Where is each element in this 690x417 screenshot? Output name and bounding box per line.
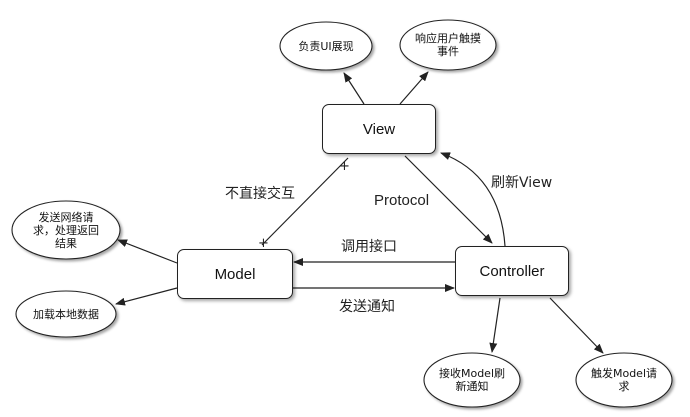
cloud-model-request-text: 发送网络请 求，处理返回 结果 xyxy=(33,210,99,250)
cloud-controller-receive-text: 接收Model刷 新通知 xyxy=(438,367,506,393)
edge-model-to-request xyxy=(117,239,178,264)
svg-text:+: + xyxy=(258,236,269,251)
cloud-model-load-text: 加载本地数据 xyxy=(33,307,99,321)
edge-controller-to-trigger xyxy=(549,297,604,354)
edge-controller-to-receive xyxy=(489,297,501,353)
edge-view-to-controller xyxy=(404,155,493,244)
controller-node-label: Controller xyxy=(479,262,545,280)
cloud-view-ui-text: 负责UI展现 xyxy=(298,39,354,53)
edge-view-to-touch xyxy=(399,71,429,105)
cloud-view-ui xyxy=(279,21,373,71)
edge-controller-to-view xyxy=(440,152,506,247)
svg-text:+: + xyxy=(339,159,350,174)
label-no-direct: 不直接交互 xyxy=(225,186,295,202)
cloud-model-load xyxy=(15,290,117,338)
edge-model-to-load xyxy=(115,287,178,306)
controller-node: Controller xyxy=(455,246,569,296)
edge-view-model xyxy=(261,157,349,246)
label-call-api: 调用接口 xyxy=(341,239,397,255)
cloud-controller-trigger xyxy=(575,352,673,408)
edge-view-to-ui xyxy=(343,72,365,105)
model-node-label: Model xyxy=(214,265,256,283)
cloud-controller-trigger-text: 触发Model请 求 xyxy=(590,367,658,393)
cloud-view-touch xyxy=(399,19,497,71)
view-node: View xyxy=(322,104,436,154)
cloud-model-request xyxy=(11,200,121,260)
label-refresh-view: 刷新View xyxy=(491,175,553,191)
label-protocol: Protocol xyxy=(374,192,430,209)
view-node-label: View xyxy=(362,120,396,138)
cloud-view-touch-text: 响应用户触摸 事件 xyxy=(415,32,481,58)
cloud-controller-receive xyxy=(423,352,521,408)
model-node: Model xyxy=(177,249,293,299)
label-send-notify: 发送通知 xyxy=(339,299,395,315)
